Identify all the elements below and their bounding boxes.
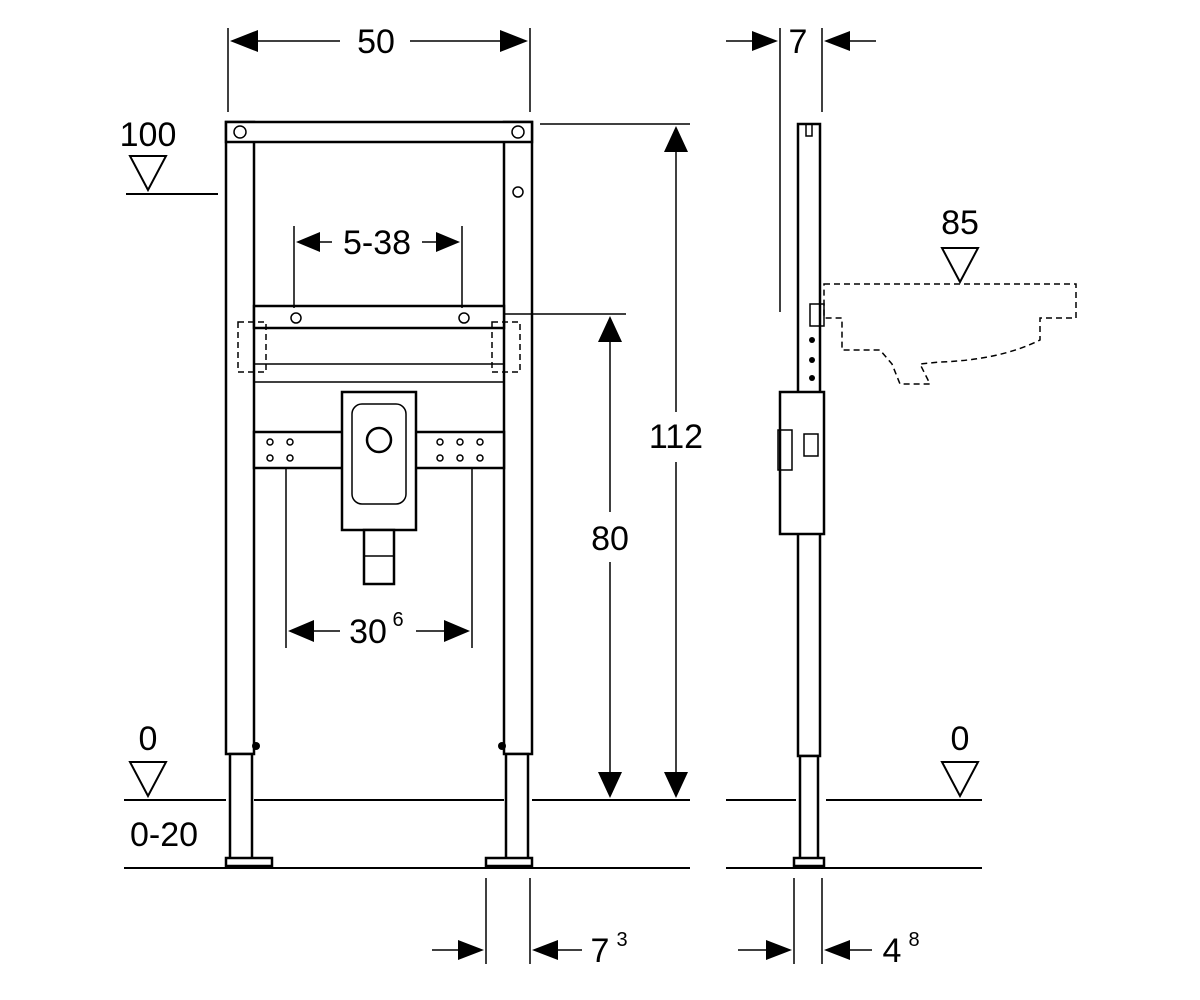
label-level-basin: 85	[941, 204, 979, 242]
side-drain-box	[778, 390, 826, 536]
dim-connection-height: 80	[504, 313, 629, 798]
drain-housing	[340, 390, 418, 532]
label-rail-spacing: 5-38	[343, 224, 411, 262]
dim-frame-height: 112	[540, 123, 703, 798]
mounting-rail-lower	[253, 363, 505, 383]
label-floor-range: 0-20	[130, 816, 198, 854]
drain-pipe	[362, 528, 396, 586]
label-drain-spacing-exp: 6	[392, 609, 403, 631]
label-foot-side: 4	[883, 932, 902, 970]
top-rail	[224, 120, 534, 144]
level-marker-top: 100	[120, 116, 218, 195]
drain-housing-inner	[351, 403, 407, 505]
dim-frame-width: 50	[227, 23, 531, 112]
side-view	[777, 122, 1077, 868]
side-foot	[798, 754, 820, 864]
left-foot	[228, 752, 254, 862]
rail-bolt-right	[458, 312, 470, 324]
label-frame-width: 50	[357, 23, 395, 61]
top-left-bolt	[233, 125, 247, 139]
label-level-floor-side: 0	[951, 720, 970, 758]
label-frame-depth: 7	[789, 23, 808, 61]
cross-bracket-holes	[266, 438, 484, 462]
dim-foot-side: 4 8	[738, 878, 920, 970]
level-marker-floor-front: 0	[128, 720, 168, 799]
label-drain-spacing: 30	[349, 613, 387, 651]
left-foot-plate	[224, 856, 274, 868]
side-mount-dots	[809, 337, 815, 381]
mounting-rail	[252, 304, 506, 330]
rail-bolt-left	[290, 312, 302, 324]
label-level-floor-front: 0	[139, 720, 158, 758]
right-foot	[504, 752, 530, 862]
dim-drain-spacing: 30 6	[285, 468, 473, 651]
label-foot-side-exp: 8	[908, 929, 919, 951]
drain-outlet	[365, 426, 393, 454]
basin-bracket-left	[237, 321, 267, 373]
label-foot-front-exp: 3	[616, 929, 627, 951]
label-level-top: 100	[120, 116, 177, 154]
right-foot-plate	[484, 856, 534, 868]
level-marker-basin: 85	[940, 204, 980, 285]
label-frame-height: 112	[649, 418, 703, 456]
right-upright	[502, 120, 534, 756]
level-marker-floor-side: 0	[940, 720, 980, 799]
top-right-bolt	[511, 125, 525, 139]
label-connection-height: 80	[591, 520, 629, 558]
front-view	[224, 120, 534, 868]
dim-rail-spacing: 5-38	[293, 224, 463, 308]
dim-frame-depth: 7	[726, 23, 876, 312]
washbasin-outline	[823, 283, 1077, 385]
label-foot-front: 7	[591, 932, 610, 970]
left-upright	[224, 120, 256, 756]
dim-foot-front: 7 3	[432, 878, 628, 970]
basin-bracket-right	[491, 321, 521, 373]
